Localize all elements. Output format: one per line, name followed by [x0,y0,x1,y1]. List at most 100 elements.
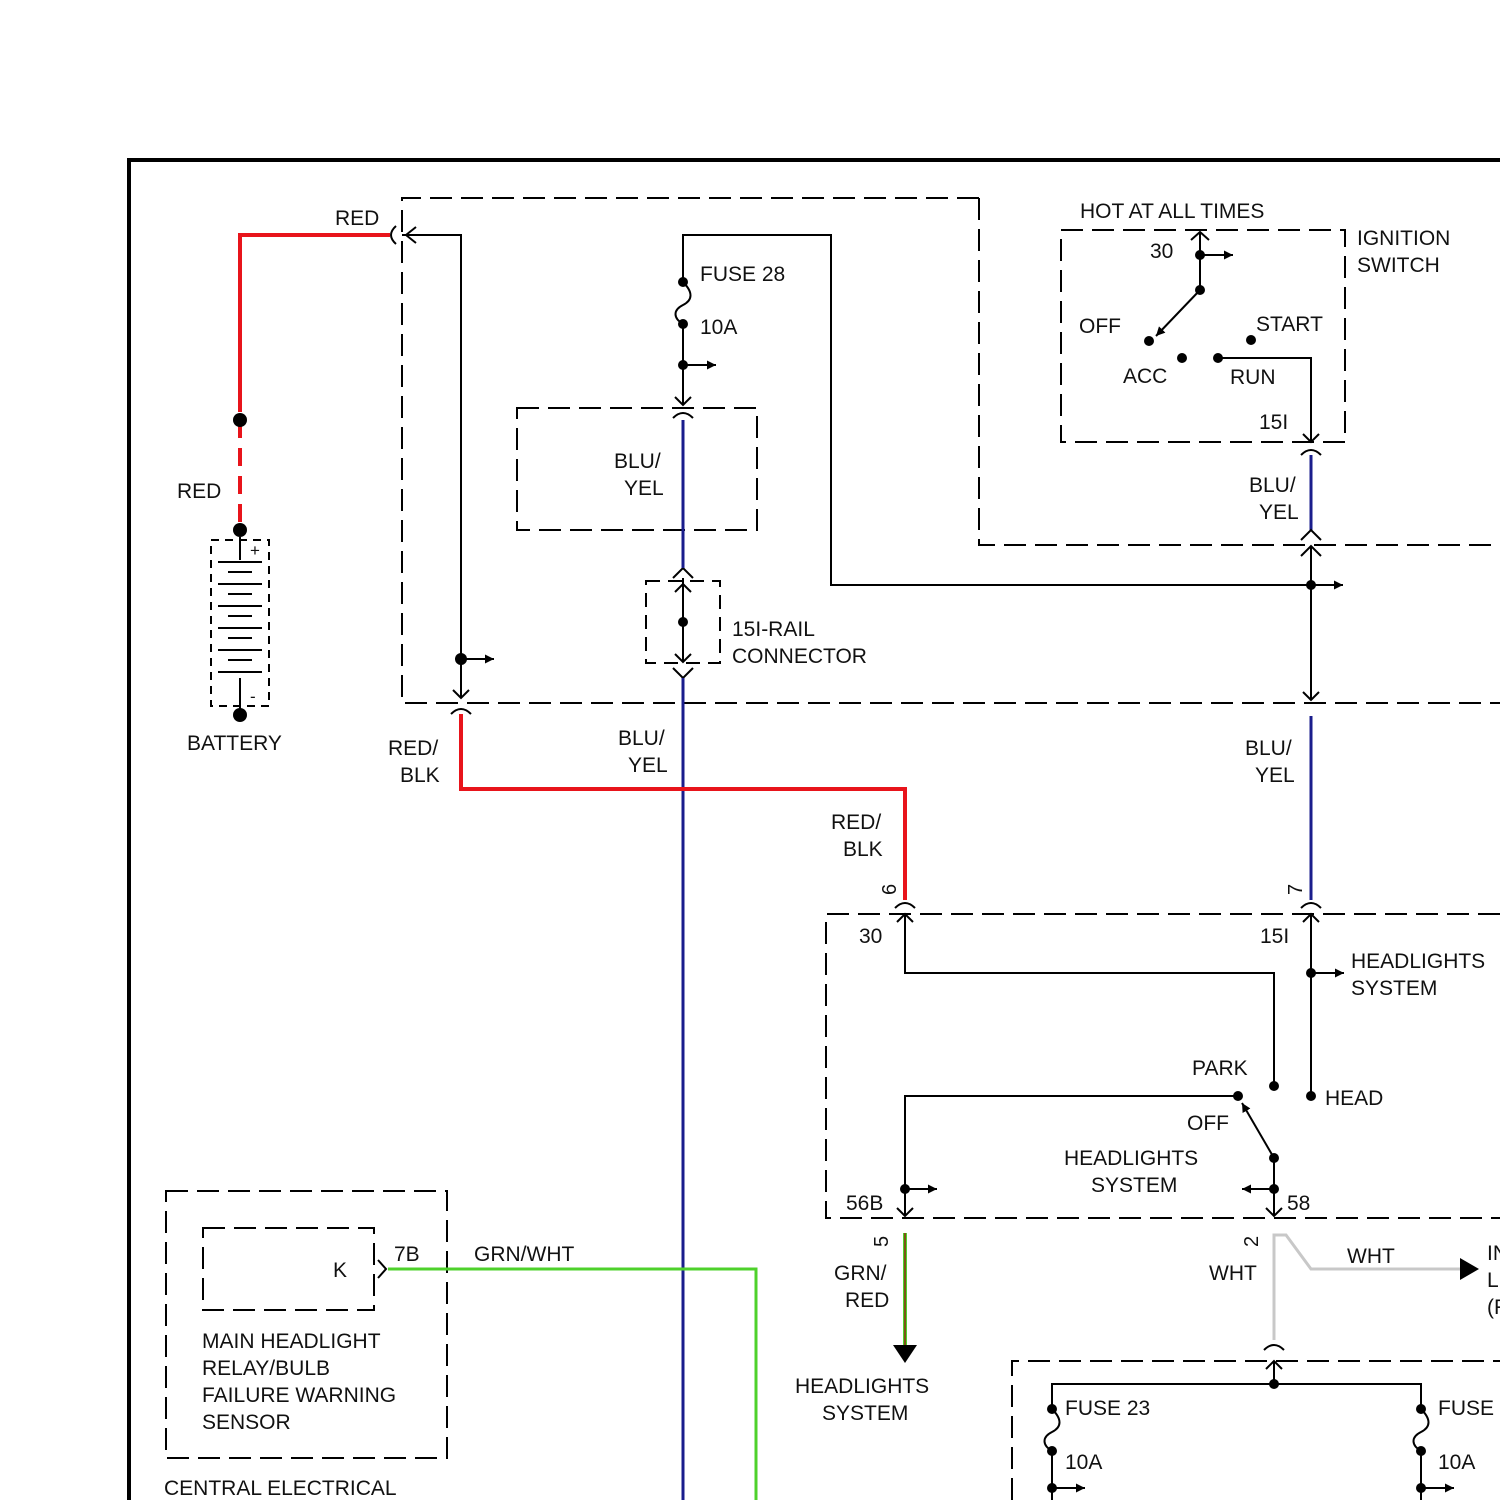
battery-plus-terminal [233,523,247,537]
blu-yel-box-label-1: BLU/ [614,450,661,473]
fuse-right-rating: 10A [1438,1451,1475,1474]
red-blk-label-3: RED/ [831,811,881,834]
battery-wire-label-bottom: RED [177,480,221,503]
hot-at-all-times: HOT AT ALL TIMES [1080,200,1264,223]
battery-input-connector [391,226,396,244]
ignition-run: RUN [1230,366,1276,389]
red-blk-label-4: BLK [843,838,883,861]
ignition-start-dot [1246,335,1256,345]
blu-yel-switch-label-1: BLU/ [1245,737,1292,760]
fuse23-name: FUSE 23 [1065,1397,1150,1420]
off-label: OFF [1187,1112,1229,1135]
ignition-switch-name-1: IGNITION [1357,227,1450,250]
pin6-connector [895,903,915,908]
head-label: HEAD [1325,1087,1383,1110]
bottom-box-connector [1264,1345,1284,1350]
headlights-dest-1: HEADLIGHTS [795,1375,929,1398]
sensor-name-2: RELAY/BULB [202,1357,330,1380]
battery-plus: + [250,541,260,560]
rail-connector-bottom [673,668,693,678]
fuse28-element [676,282,691,324]
headlights-system-ref-2: SYSTEM [1351,977,1437,1000]
right-cut-2: L [1487,1269,1499,1292]
sensor-relay-box [203,1228,374,1310]
rail-connector-label-2: CONNECTOR [732,645,867,668]
battery-minus: - [250,687,256,706]
sensor-name-1: MAIN HEADLIGHT [202,1330,381,1353]
rail-connector-top [673,568,693,578]
headlights-dest-2: SYSTEM [822,1402,908,1425]
grn-red-label-2: RED [845,1289,889,1312]
ignition-out-wire-label-2: YEL [1259,501,1299,524]
battery-ground [233,708,247,722]
pin5: 5 [871,1236,893,1247]
fuse28-supply-wire [683,235,1340,585]
sensor-pin: 7B [394,1243,420,1266]
outer-frame [129,160,1500,1500]
red-wire-battery [240,235,390,412]
battery-icon [218,537,262,712]
fuse23-element [1045,1409,1060,1451]
term58-label: 58 [1287,1192,1310,1215]
ignition-off-dot [1144,336,1154,346]
term30-label: 30 [859,925,882,948]
fuse-box-outline [402,198,1500,703]
headlight-switch-arm [1242,1103,1274,1158]
fuse23-rating: 10A [1065,1451,1102,1474]
fuse28-name: FUSE 28 [700,263,785,286]
park-label: PARK [1192,1057,1248,1080]
relay-out-connector [451,709,471,714]
ignition-switch-name-2: SWITCH [1357,254,1440,277]
central-electrical-label: CENTRAL ELECTRICAL [164,1477,397,1500]
grn-red-arrow-head [893,1345,917,1363]
blu-yel-box-label-2: YEL [624,477,664,500]
grn-red-label-1: GRN/ [834,1262,887,1285]
fuse28-rating: 10A [700,316,737,339]
main-blu-yel-label-1: BLU/ [618,727,665,750]
ignition-return-connector-top [1301,530,1321,540]
ignition-off: OFF [1079,315,1121,338]
battery-label: BATTERY [187,732,282,755]
ignition-out-wire-label-1: BLU/ [1249,474,1296,497]
right-cut-1: IN [1487,1242,1500,1265]
wht-right-label: WHT [1347,1245,1395,1268]
head-contact [1306,1091,1316,1101]
grn-wht-label: GRN/WHT [474,1243,574,1266]
pin7: 7 [1285,884,1307,895]
battery-feed-wire [402,235,461,698]
blu-yel-switch-label-2: YEL [1255,764,1295,787]
fuse-right-element [1414,1409,1429,1451]
sensor-name-4: SENSOR [202,1411,291,1434]
ignition-out-connector [1301,450,1321,455]
ignition-contact-arm [1156,290,1200,336]
wht-arrow-head [1460,1258,1479,1280]
fuse28-connector [673,413,693,418]
headlight-switch-name-1: HEADLIGHTS [1064,1147,1198,1170]
term56b-label: 56B [846,1192,883,1215]
headlights-system-ref-1: HEADLIGHTS [1351,950,1485,973]
fuse-right-name: FUSE [1438,1397,1494,1420]
sensor-pin-arrow [378,1260,386,1278]
rail-connector-dot [678,617,688,627]
headlight-switch-name-2: SYSTEM [1091,1174,1177,1197]
park-contact [1269,1081,1279,1091]
ignition-pin-in: 30 [1150,240,1173,263]
main-blu-yel-label-2: YEL [628,754,668,777]
rail-connector-label-1: 15I-RAIL [732,618,815,641]
pin2: 2 [1241,1236,1263,1247]
battery-circuit: RED RED + - BATTERY [177,207,390,755]
red-blk-label-1: RED/ [388,737,438,760]
ignition-pin-out: 15I [1259,411,1288,434]
bottom-fuse-box [1012,1361,1500,1500]
grn-wht-wire [388,1269,756,1500]
ignition-acc: ACC [1123,365,1167,388]
wht-left-label: WHT [1209,1262,1257,1285]
term15i-label: 15I [1260,925,1289,948]
ignition-start: START [1256,313,1323,336]
battery-splice-top [233,413,247,427]
pin6: 6 [879,884,901,895]
battery-wire-label-top: RED [335,207,379,230]
ignition-acc-dot [1177,353,1187,363]
right-cut-3: (F [1487,1296,1500,1319]
pin7-connector [1301,903,1321,908]
